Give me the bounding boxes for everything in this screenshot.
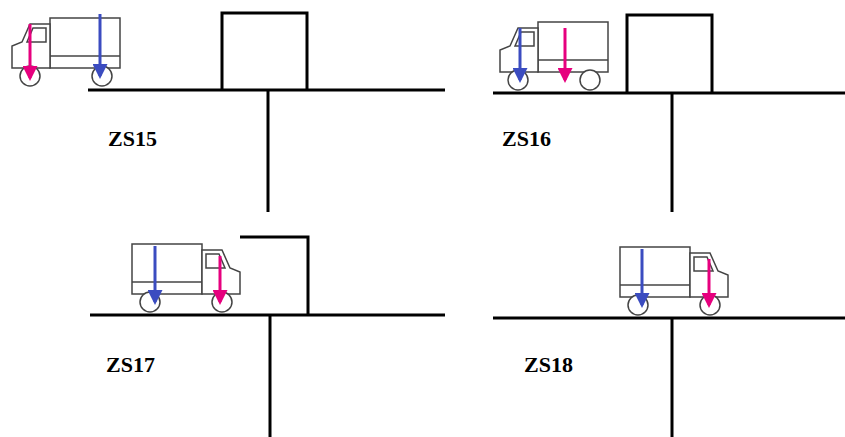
panel-label: ZS17 xyxy=(106,354,155,376)
beam-column xyxy=(88,13,445,212)
panel-label: ZS16 xyxy=(502,128,551,150)
panel-label: ZS18 xyxy=(524,354,573,376)
panel-label: ZS15 xyxy=(108,128,157,150)
beam-column xyxy=(90,237,445,437)
beam-column xyxy=(493,318,845,437)
beam-column xyxy=(493,15,845,212)
